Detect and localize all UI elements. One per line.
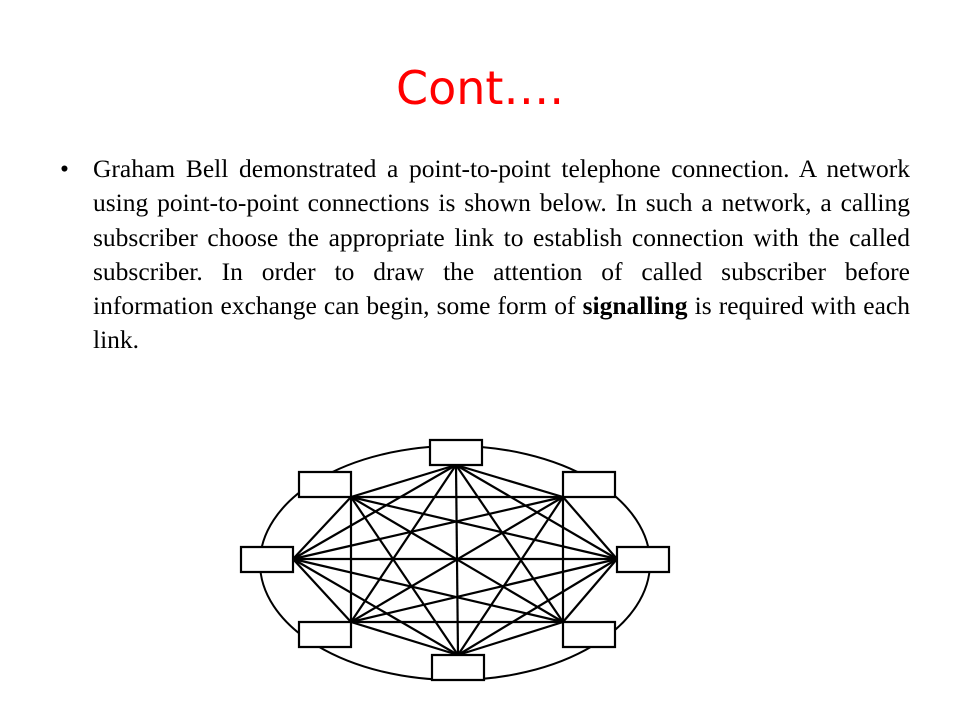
node-bottom-right: [563, 622, 615, 647]
node-top: [430, 440, 482, 465]
node-top-right: [563, 472, 615, 497]
bullet-text-part2: is required with each link.: [93, 291, 910, 355]
network-link: [458, 559, 617, 655]
node-bottom-left: [299, 622, 351, 647]
bullet-marker: •: [60, 154, 69, 183]
node-top-left: [299, 472, 351, 497]
network-link: [351, 559, 617, 622]
network-link: [351, 497, 617, 559]
network-link: [456, 465, 563, 497]
network-link: [351, 465, 456, 497]
network-link: [293, 497, 351, 559]
network-link: [351, 622, 458, 655]
bullet-text-part1: Graham Bell demonstrated a point-to-poin…: [93, 154, 910, 321]
network-links: [293, 465, 617, 655]
node-bottom: [432, 655, 484, 680]
network-link: [293, 497, 563, 559]
network-link: [458, 622, 563, 655]
network-link: [351, 497, 458, 655]
network-link: [351, 465, 456, 622]
network-link: [293, 559, 458, 655]
node-left: [241, 547, 293, 572]
slide-title: Cont….: [395, 61, 565, 115]
bullet-item: • Graham Bell demonstrated a point-to-po…: [60, 152, 910, 358]
network-link: [456, 465, 563, 622]
network-link: [458, 497, 563, 655]
signalling-emphasis: signalling: [582, 291, 688, 321]
network-nodes: [241, 440, 669, 680]
network-link: [563, 497, 617, 559]
network-link: [563, 559, 617, 622]
network-link: [293, 559, 563, 622]
bullet-text: Graham Bell demonstrated a point-to-poin…: [93, 152, 910, 358]
network-link: [293, 559, 351, 622]
node-right: [617, 547, 669, 572]
